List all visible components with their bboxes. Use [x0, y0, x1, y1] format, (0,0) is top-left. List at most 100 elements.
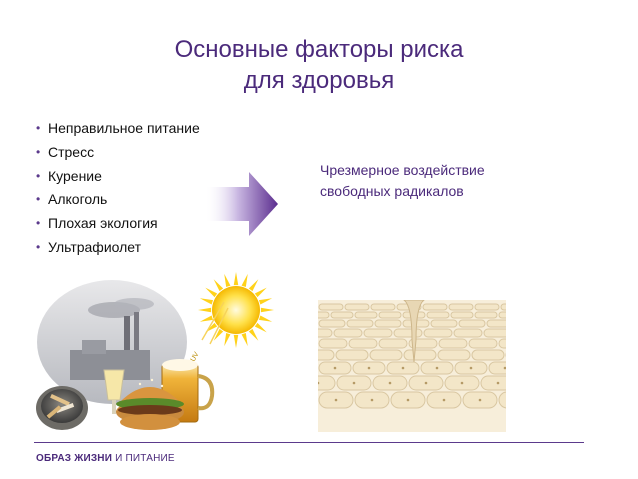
sun-ray [254, 287, 267, 298]
skin-cell-nucleus [435, 366, 439, 370]
skin-cell [378, 311, 402, 319]
sun-ray [241, 332, 248, 347]
slide-title: Основные факторы риска для здоровья [0, 34, 638, 96]
uv-label: UV [190, 351, 201, 363]
risk-factor-item: • Плохая экология [36, 212, 200, 236]
sun-ray [224, 332, 231, 347]
risk-factor-item: • Стресс [36, 141, 200, 165]
skin-cell-nucleus [333, 366, 337, 370]
skin-cell [348, 338, 378, 349]
skin-cell [378, 338, 408, 349]
skin-cell [488, 361, 506, 375]
footer-label-bold: ОБРАЗ ЖИЗНИ [36, 453, 113, 464]
sun-ray [258, 298, 273, 305]
risk-factor-item: • Ультрафиолет [36, 236, 200, 260]
sun-ray [199, 315, 214, 322]
skin-cell-nucleus [424, 381, 428, 385]
bullet-icon: • [36, 192, 41, 207]
bullet-icon: • [36, 168, 41, 183]
effect-line-1: Чрезмерное воздействие [320, 162, 485, 178]
sun-ray [233, 272, 239, 286]
right-arrow-icon [205, 172, 278, 236]
skin-cell [318, 338, 348, 349]
skin-cell-nucleus [503, 366, 506, 370]
skin-cell [498, 338, 506, 349]
risk-factor-item: • Курение [36, 165, 200, 189]
bullet-icon: • [36, 239, 41, 254]
skin-cell [474, 311, 498, 319]
skin-cell [468, 338, 498, 349]
skin-cell [486, 319, 506, 328]
skin-cell [480, 375, 506, 391]
skin-cell [363, 328, 393, 338]
skin-cell [474, 303, 500, 311]
skin-cell [393, 328, 423, 338]
risk-factor-label: Курение [48, 167, 102, 184]
skin-cell [318, 328, 333, 338]
bullet-icon: • [36, 144, 41, 159]
skin-cell [423, 328, 453, 338]
slide-title-line-2: для здоровья [243, 67, 395, 94]
sun-ray [254, 322, 267, 333]
skin-cross-section-illustration [318, 300, 506, 432]
skin-cell [333, 328, 363, 338]
skin-cell [498, 391, 506, 409]
skin-cell [369, 349, 403, 361]
skin-cell [458, 319, 486, 328]
skin-cell [422, 303, 448, 311]
sun-ray [260, 307, 274, 313]
skin-cell [335, 349, 369, 361]
risk-factor-item: • Алкоголь [36, 188, 200, 212]
risk-factor-label: Алкоголь [48, 191, 108, 208]
skin-cell [483, 328, 506, 338]
risk-factor-label: Ультрафиолет [48, 238, 142, 255]
risk-factor-label: Плохая экология [48, 215, 158, 232]
skin-cell-nucleus [442, 398, 446, 402]
skin-cell [453, 328, 483, 338]
sun-icon [198, 272, 274, 348]
skin-cell-nucleus [469, 366, 473, 370]
skin-cell-nucleus [496, 381, 500, 385]
effect-text: Чрезмерное воздействие свободных радикал… [320, 160, 485, 202]
sun-ray [213, 279, 224, 292]
skin-cell-nucleus [388, 381, 392, 385]
sun-ray [258, 315, 273, 322]
footer-divider [34, 442, 584, 443]
skin-cell [430, 319, 458, 328]
risk-factor-label: Стресс [48, 143, 95, 160]
skin-cell [438, 338, 468, 349]
skin-cell [370, 303, 396, 311]
skin-cell [330, 311, 354, 319]
sun-ray [248, 328, 259, 341]
sun-ray [199, 298, 214, 305]
skin-cell-nucleus [460, 381, 464, 385]
bullet-icon: • [36, 121, 41, 135]
skin-cell [471, 349, 505, 361]
sun-ray [233, 334, 239, 348]
skin-cell-nucleus [352, 381, 356, 385]
sun-ray [205, 287, 218, 298]
skin-cell-nucleus [478, 398, 482, 402]
bullet-icon: • [36, 216, 41, 231]
skin-cell [346, 319, 374, 328]
lifestyle-illustration: UV [36, 280, 229, 430]
skin-cell [318, 349, 335, 361]
sun-ray [248, 279, 259, 292]
skin-cell-nucleus [370, 398, 374, 402]
skin-cell [448, 303, 474, 311]
skin-cell [403, 349, 437, 361]
skin-cell-nucleus [318, 381, 320, 385]
slide-title-line-1: Основные факторы риска [174, 36, 464, 63]
skin-cell [318, 303, 344, 311]
skin-cell [500, 303, 506, 311]
skin-cell-nucleus [401, 366, 405, 370]
sun-ray [213, 328, 224, 341]
effect-line-2: свободных радикалов [320, 183, 464, 199]
risk-factor-label: Неправильное питание [48, 120, 200, 136]
skin-cell [437, 349, 471, 361]
skin-cell-nucleus [406, 398, 410, 402]
skin-cell [354, 311, 378, 319]
skin-cell-nucleus [367, 366, 371, 370]
risk-factor-item: • Неправильное питание [36, 117, 200, 141]
skin-cell [426, 311, 450, 319]
